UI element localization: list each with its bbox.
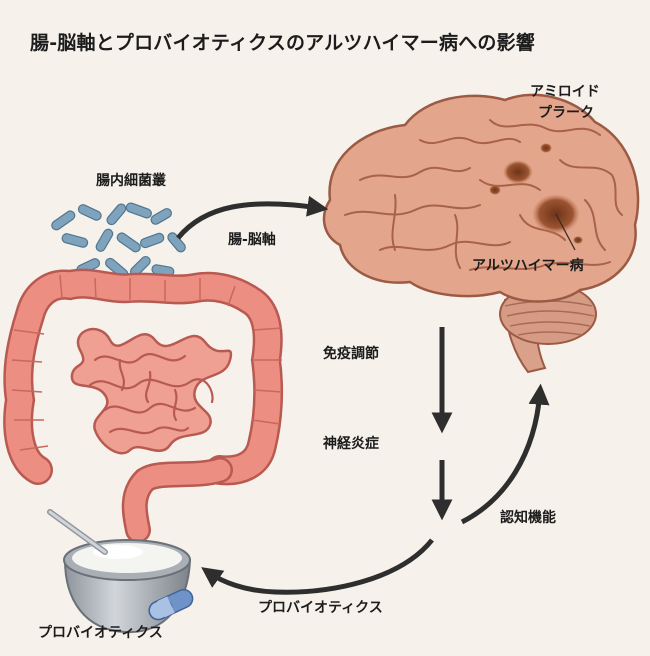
amyloid-label-line2: プラーク	[538, 105, 594, 121]
probiotics-item-label: プロバイオティクス	[38, 625, 163, 641]
arrow-to-probiotics	[201, 538, 434, 595]
gut-microbiota-label: 腸内細菌叢	[96, 173, 166, 189]
arrow-cognitive-up	[460, 383, 550, 525]
immune-regulation-label: 免疫調節	[323, 346, 379, 362]
cognitive-function-label: 認知機能	[500, 510, 556, 526]
page-title: 腸-脳軸とプロバイオティクスのアルツハイマー病への影響	[30, 32, 536, 54]
spoon-icon	[47, 509, 108, 555]
brain-icon	[322, 93, 640, 374]
capsule-icon	[148, 588, 194, 621]
intestine-icon	[3, 268, 284, 543]
neuroinflammation-label: 神経炎症	[323, 436, 379, 452]
alzheimers-label: アルツハイマー病	[472, 258, 584, 274]
arrow-gut-to-brain	[176, 195, 329, 240]
amyloid-label-line1: アミロイド	[530, 84, 600, 100]
amyloid-plaque-label: アミロイド プラーク	[530, 82, 600, 124]
yogurt-bowl-icon	[63, 539, 192, 634]
gut-brain-axis-label: 腸-脳軸	[228, 232, 276, 248]
probiotics-arrow-label: プロバイオティクス	[258, 600, 383, 616]
amyloid-plaque-upper	[503, 160, 533, 184]
